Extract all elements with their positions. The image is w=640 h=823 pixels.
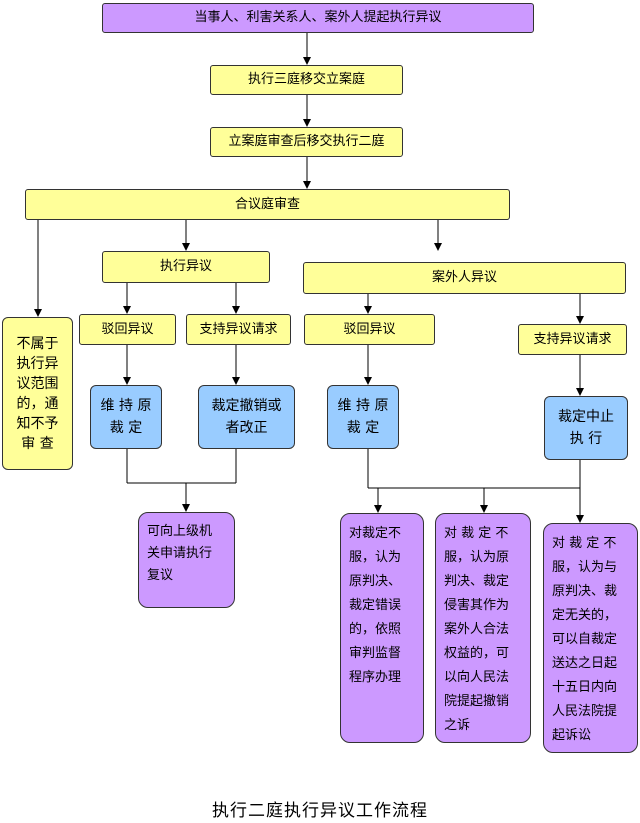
independent-lawsuit-node: 对 裁 定 不 服，认为与 原判决、裁 定无关的， 可以自裁定 送达之日起 十五… [543, 523, 638, 753]
execution-objection-node: 执行异议 [102, 251, 270, 283]
revocation-lawsuit-node: 对 裁 定 不 服，认为原 判决、裁定 侵害其作为 案外人合法 权益的，可 以向… [435, 513, 531, 743]
transfer-to-execution-node: 立案庭审查后移交执行二庭 [210, 127, 403, 157]
maintain-ruling-right-node: 维 持 原 裁 定 [327, 385, 399, 449]
outsider-objection-node: 案外人异议 [303, 262, 626, 294]
collegial-review-node: 合议庭审查 [25, 189, 510, 220]
trial-supervision-node: 对裁定不 服，认为 原判决、 裁定错误 的，依照 审判监督 程序办理 [340, 513, 424, 743]
reject-objection-right-node: 驳回异议 [304, 314, 435, 345]
suspend-execution-node: 裁定中止 执 行 [544, 396, 628, 460]
reject-objection-left-node: 驳回异议 [79, 314, 176, 345]
start-node: 当事人、利害关系人、案外人提起执行异议 [102, 3, 534, 33]
revoke-or-correct-node: 裁定撤销或 者改正 [198, 385, 295, 449]
support-request-right-node: 支持异议请求 [518, 324, 627, 355]
diagram-caption: 执行二庭执行异议工作流程 [212, 801, 428, 821]
maintain-ruling-left-node: 维 持 原 裁 定 [90, 385, 162, 449]
apply-for-review-node: 可向上级机 关申请执行 复议 [138, 512, 235, 608]
support-request-left-node: 支持异议请求 [186, 314, 291, 345]
transfer-to-filing-node: 执行三庭移交立案庭 [210, 65, 403, 95]
not-in-scope-node: 不属于 执行异 议范围 的，通 知不予 审 查 [2, 317, 73, 470]
